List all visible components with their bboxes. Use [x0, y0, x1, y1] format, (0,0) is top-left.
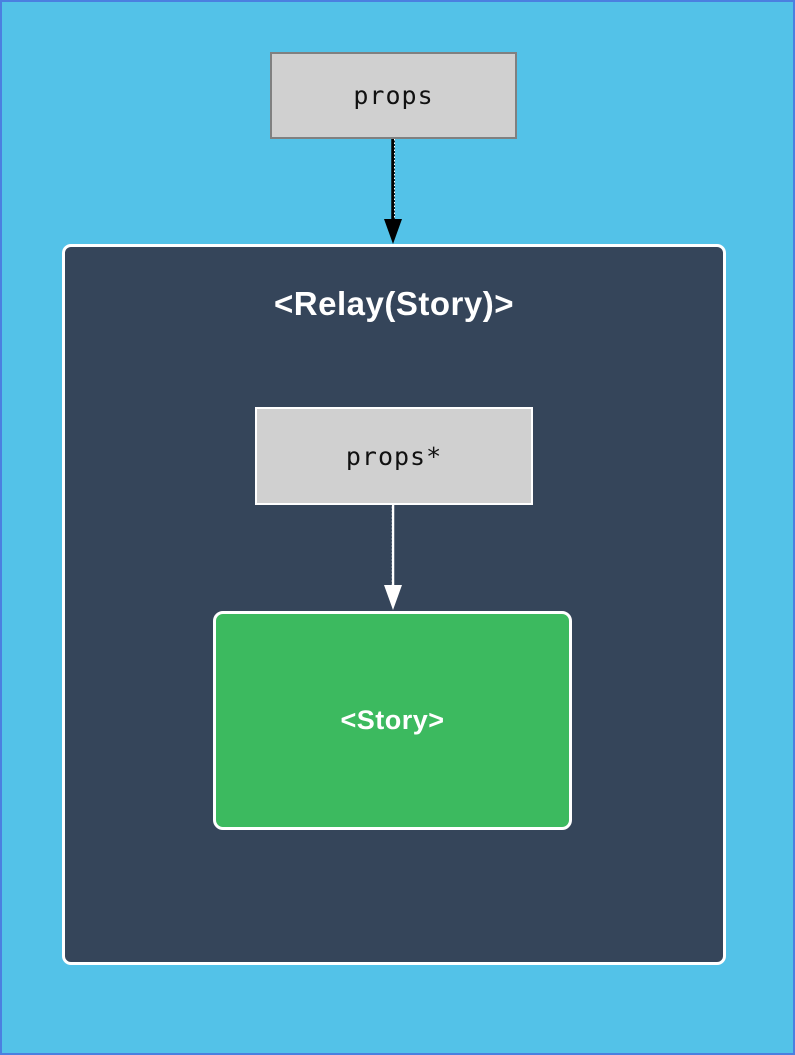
story-node-label: <Story> — [340, 705, 445, 735]
relay-container-title: <Relay(Story)> — [274, 285, 514, 322]
story-node: <Story> — [213, 611, 572, 830]
props-node-label: props — [353, 81, 434, 110]
props-to-relay-arrow-icon — [384, 139, 402, 244]
props-star-node-label: props* — [345, 441, 443, 471]
props-star-node: props* — [255, 407, 533, 505]
props-star-to-story-arrow-icon — [384, 505, 402, 610]
props-node: props — [270, 52, 517, 139]
relay-container-node: <Relay(Story)> props* <Story> — [62, 244, 726, 965]
